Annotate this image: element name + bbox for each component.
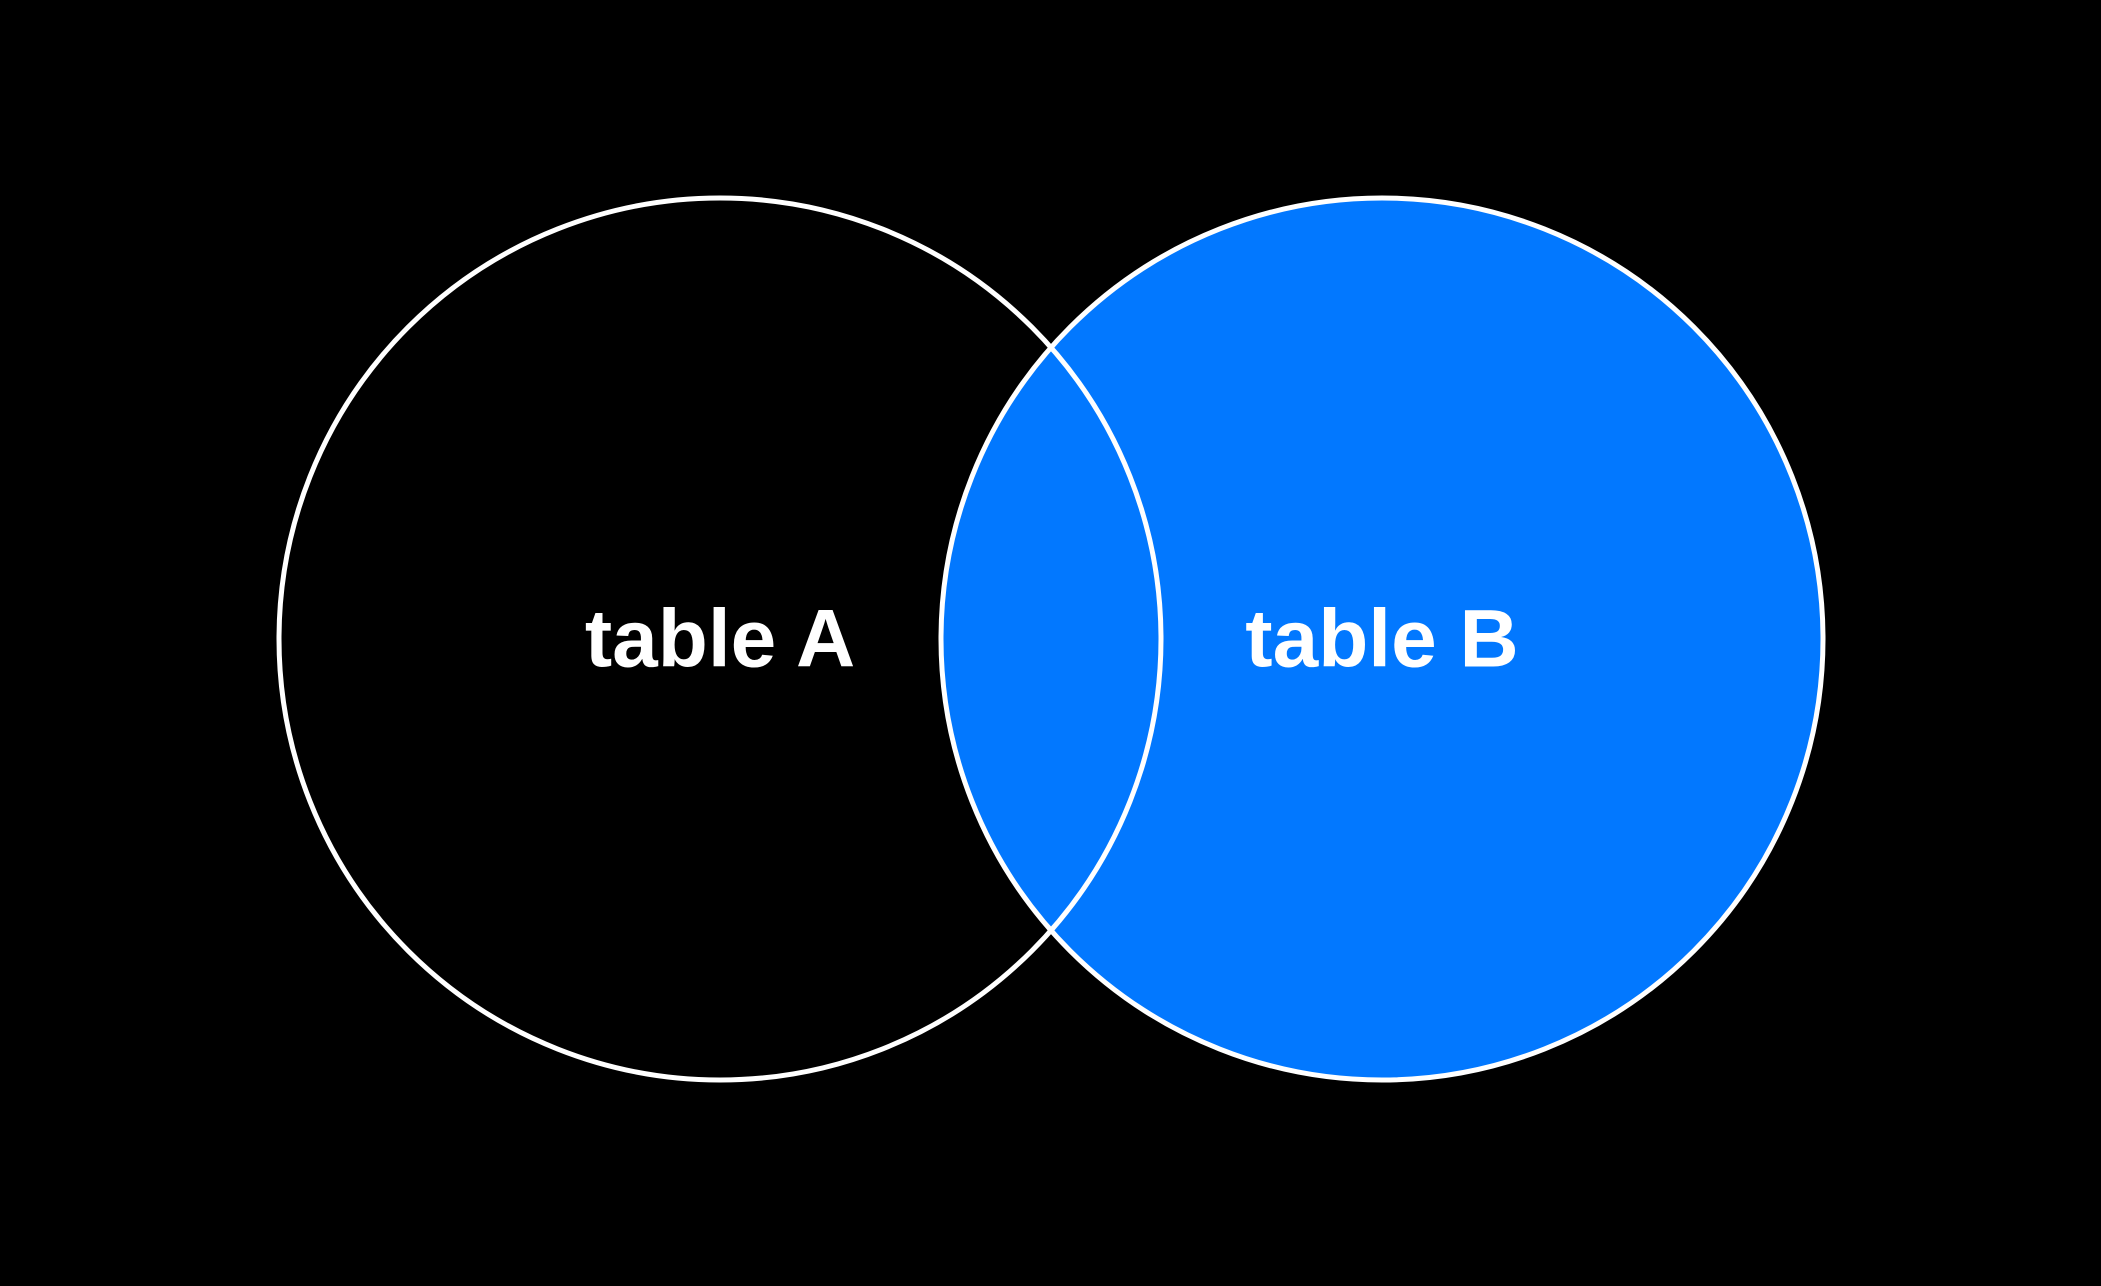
table-b-label: table B	[1245, 594, 1518, 685]
table-a-circle	[276, 195, 1164, 1083]
table-a-label: table A	[585, 594, 855, 685]
table-b-circle	[938, 195, 1826, 1083]
table-b-fill	[941, 198, 1823, 1080]
